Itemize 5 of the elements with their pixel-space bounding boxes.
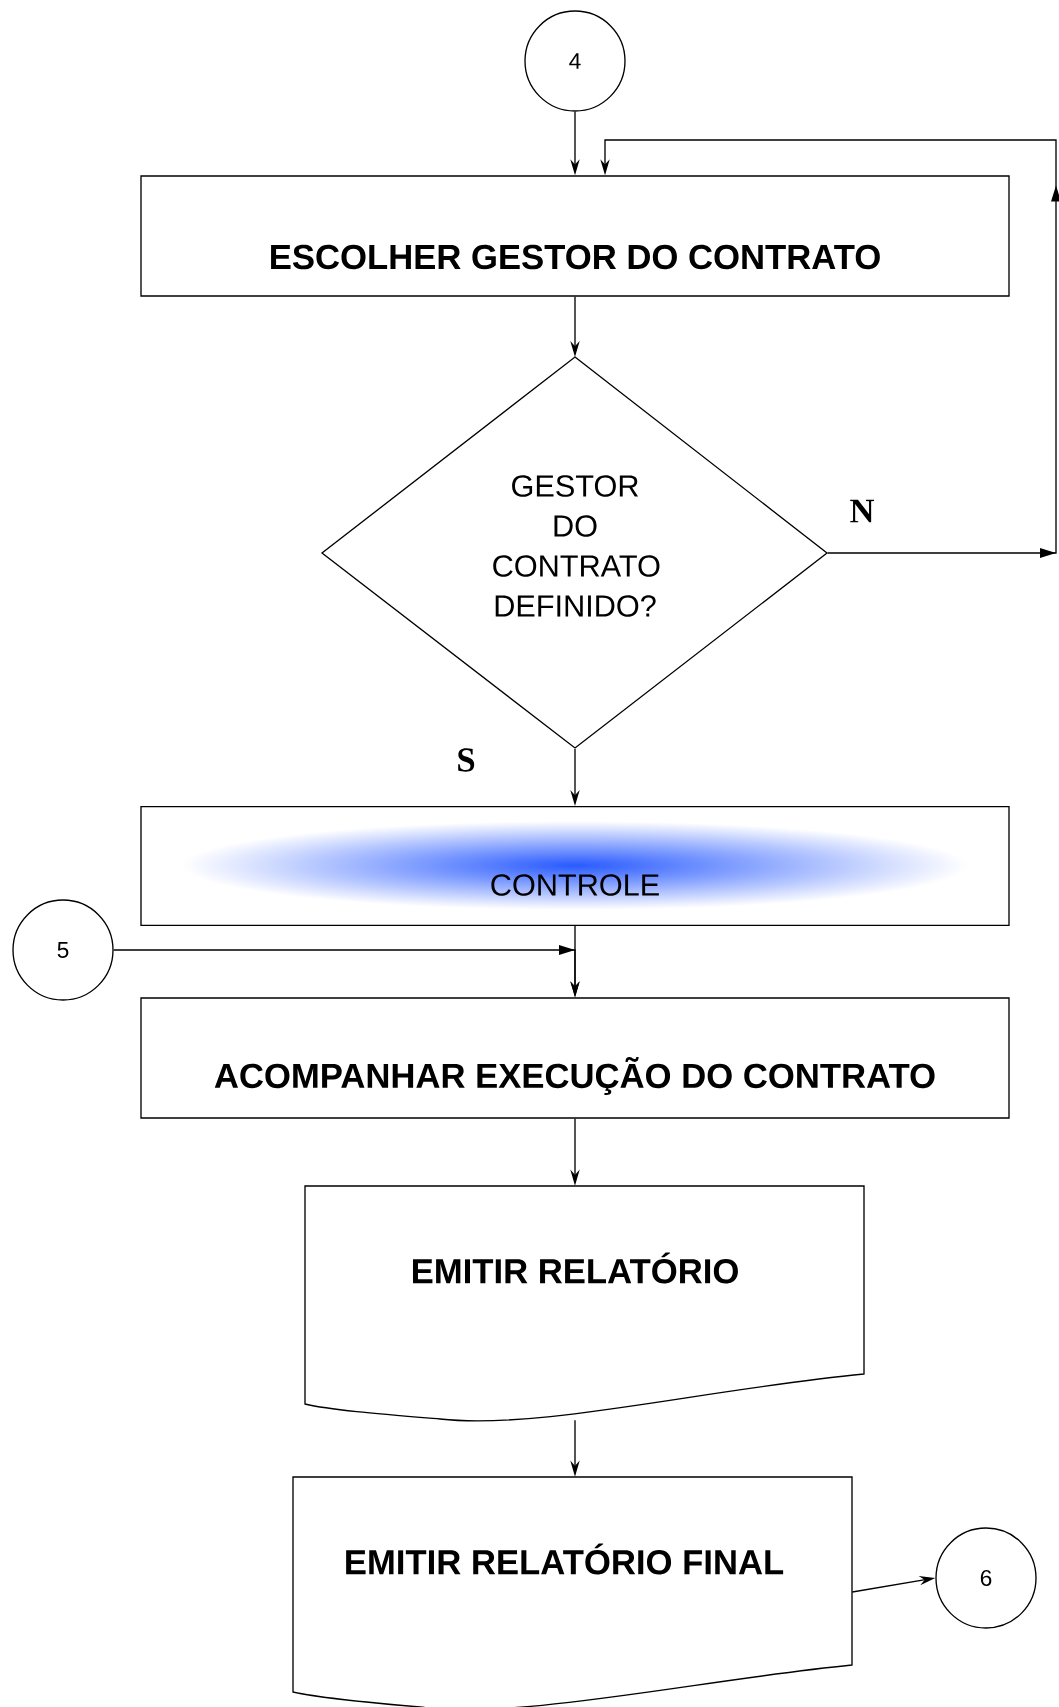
edge-label: N	[848, 498, 876, 524]
process-box: ESCOLHER GESTOR DO CONTRATO	[140, 175, 1010, 297]
edge-label: S	[455, 747, 477, 773]
process-box: ACOMPANHAR EXECUÇÃO DO CONTRATO	[140, 997, 1010, 1119]
process-box: CONTROLE	[140, 806, 1010, 926]
